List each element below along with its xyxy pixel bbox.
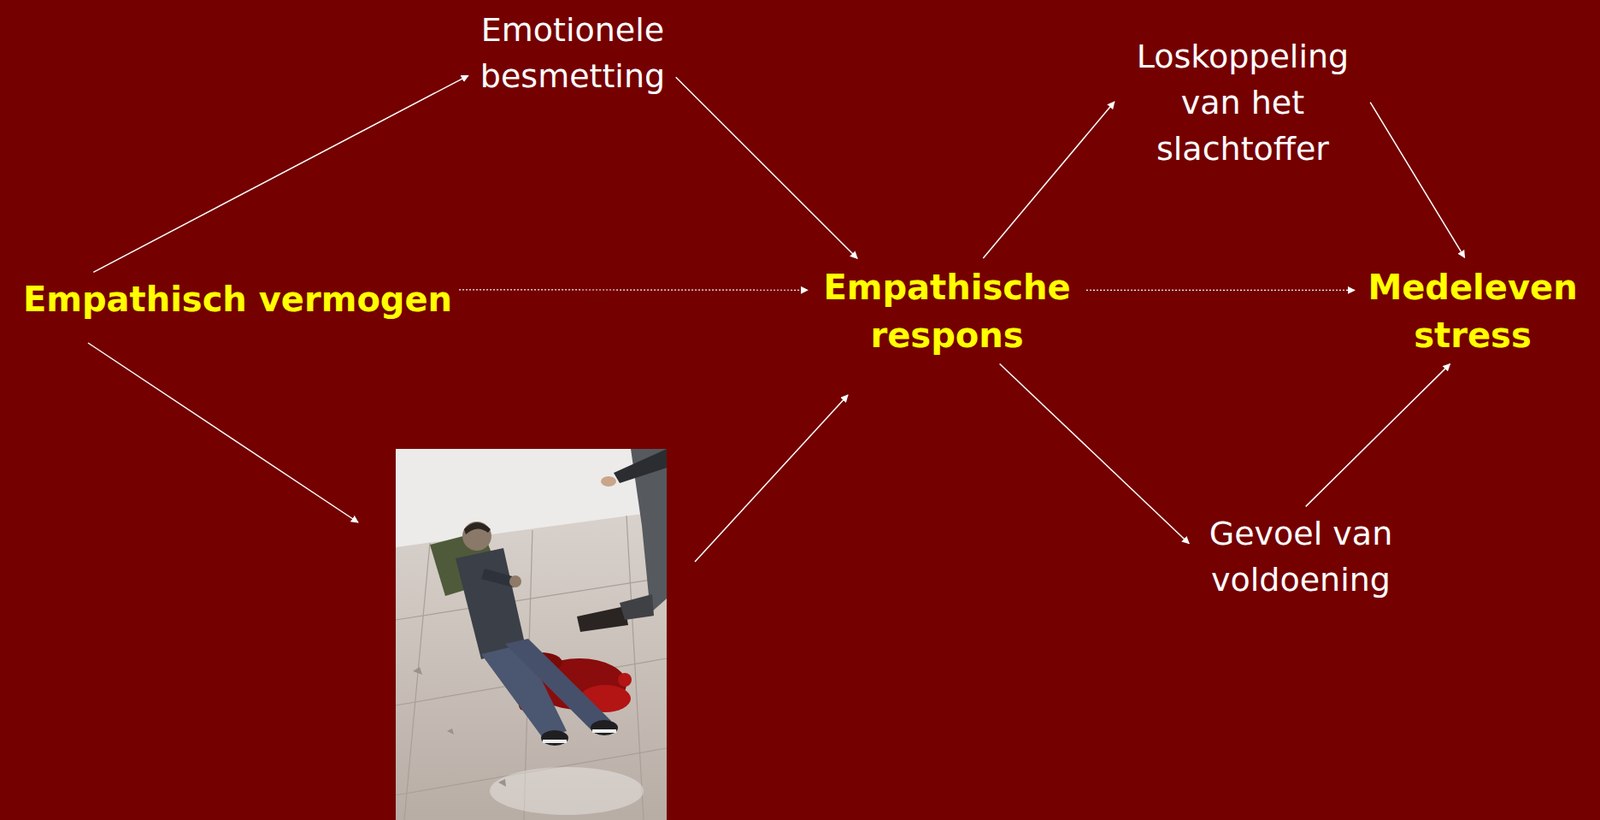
photo-detail: [541, 729, 569, 746]
photo-detail: [617, 672, 632, 687]
photo-detail: [481, 568, 516, 588]
photo-detail: [590, 719, 618, 736]
arrow-line: [1000, 364, 1190, 544]
factor-label: Loskoppeling van het slachtoffer: [1118, 34, 1367, 173]
photo-detail: [626, 515, 644, 820]
photo-detail: [462, 521, 492, 551]
photo-detail: [464, 522, 491, 535]
wall: [395, 448, 667, 820]
concept-label: Medeleven stress: [1361, 263, 1584, 359]
photo-detail: [592, 729, 617, 733]
floor: [395, 510, 667, 820]
photo-detail: [447, 728, 454, 735]
photo-detail: [613, 448, 667, 483]
label-text: Empathische respons: [814, 263, 1080, 359]
dotted-arrow: [458, 288, 808, 291]
factor-label: Gevoel van voldoening: [1194, 511, 1408, 604]
concept-label: Empathische respons: [814, 263, 1080, 359]
photo-detail: [542, 739, 567, 743]
photo-detail: [505, 638, 612, 730]
lying-man: [455, 521, 618, 746]
arrow-line: [1370, 102, 1465, 259]
photo-detail: [619, 594, 654, 620]
debris: [412, 666, 506, 787]
victim-photo: [395, 448, 667, 820]
label-text: Emotionele besmetting: [474, 7, 671, 100]
photo-detail: [404, 542, 430, 820]
photo-detail: [576, 605, 629, 632]
concept-label: Empathisch vermogen: [23, 275, 453, 324]
photo-detail: [509, 575, 522, 588]
arrow-line: [676, 76, 858, 259]
factor-label: Emotionele besmetting: [474, 7, 671, 100]
photo-detail: [412, 666, 423, 675]
label-text: Medeleven stress: [1361, 263, 1584, 359]
photo-arrow: [88, 342, 359, 523]
floor-tiles: [395, 515, 667, 820]
arrow-line: [1305, 364, 1451, 507]
photo-arrow: [694, 394, 848, 562]
photo-detail: [600, 476, 617, 487]
standing-person: [576, 448, 667, 632]
photo-detail: [498, 778, 506, 787]
floor-shine: [489, 766, 644, 815]
label-text: Empathisch vermogen: [23, 275, 453, 324]
dotted-arrow: [1086, 289, 1355, 291]
arrow-line: [982, 101, 1115, 259]
label-text: Loskoppeling van het slachtoffer: [1118, 34, 1367, 173]
label-text: Gevoel van voldoening: [1194, 511, 1408, 604]
arrow-line: [93, 75, 469, 272]
